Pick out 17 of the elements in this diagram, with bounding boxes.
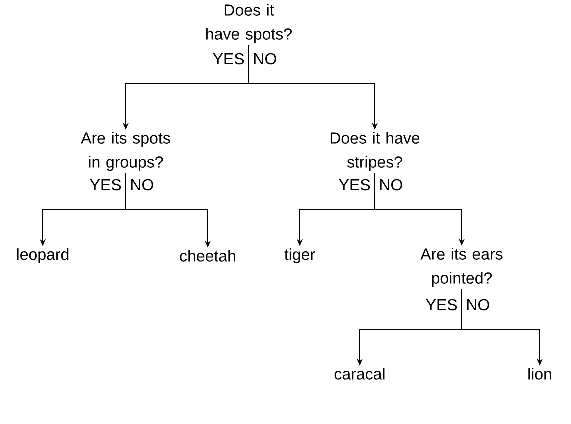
answer-text: cheetah xyxy=(180,250,236,262)
answer-text: tiger xyxy=(284,248,316,264)
question-text: Does it have spots? xyxy=(206,4,292,44)
edge-label: YES xyxy=(338,178,372,192)
edge-label: NO xyxy=(252,52,278,66)
answer-text: leopard xyxy=(17,248,69,264)
answer-text: lion xyxy=(528,368,552,380)
question-text: Does it have stripes? xyxy=(330,132,420,172)
edge-label: NO xyxy=(129,178,156,192)
answer-text: caracal xyxy=(334,368,385,380)
edge-label: NO xyxy=(465,298,492,312)
question-text: Are its ears pointed? xyxy=(420,248,503,288)
edge-label: YES xyxy=(88,178,123,192)
edge-label: YES xyxy=(212,52,246,66)
edge-label: NO xyxy=(378,178,404,192)
edge-label: YES xyxy=(424,298,459,312)
question-text: Are its spots in groups? xyxy=(81,132,170,172)
